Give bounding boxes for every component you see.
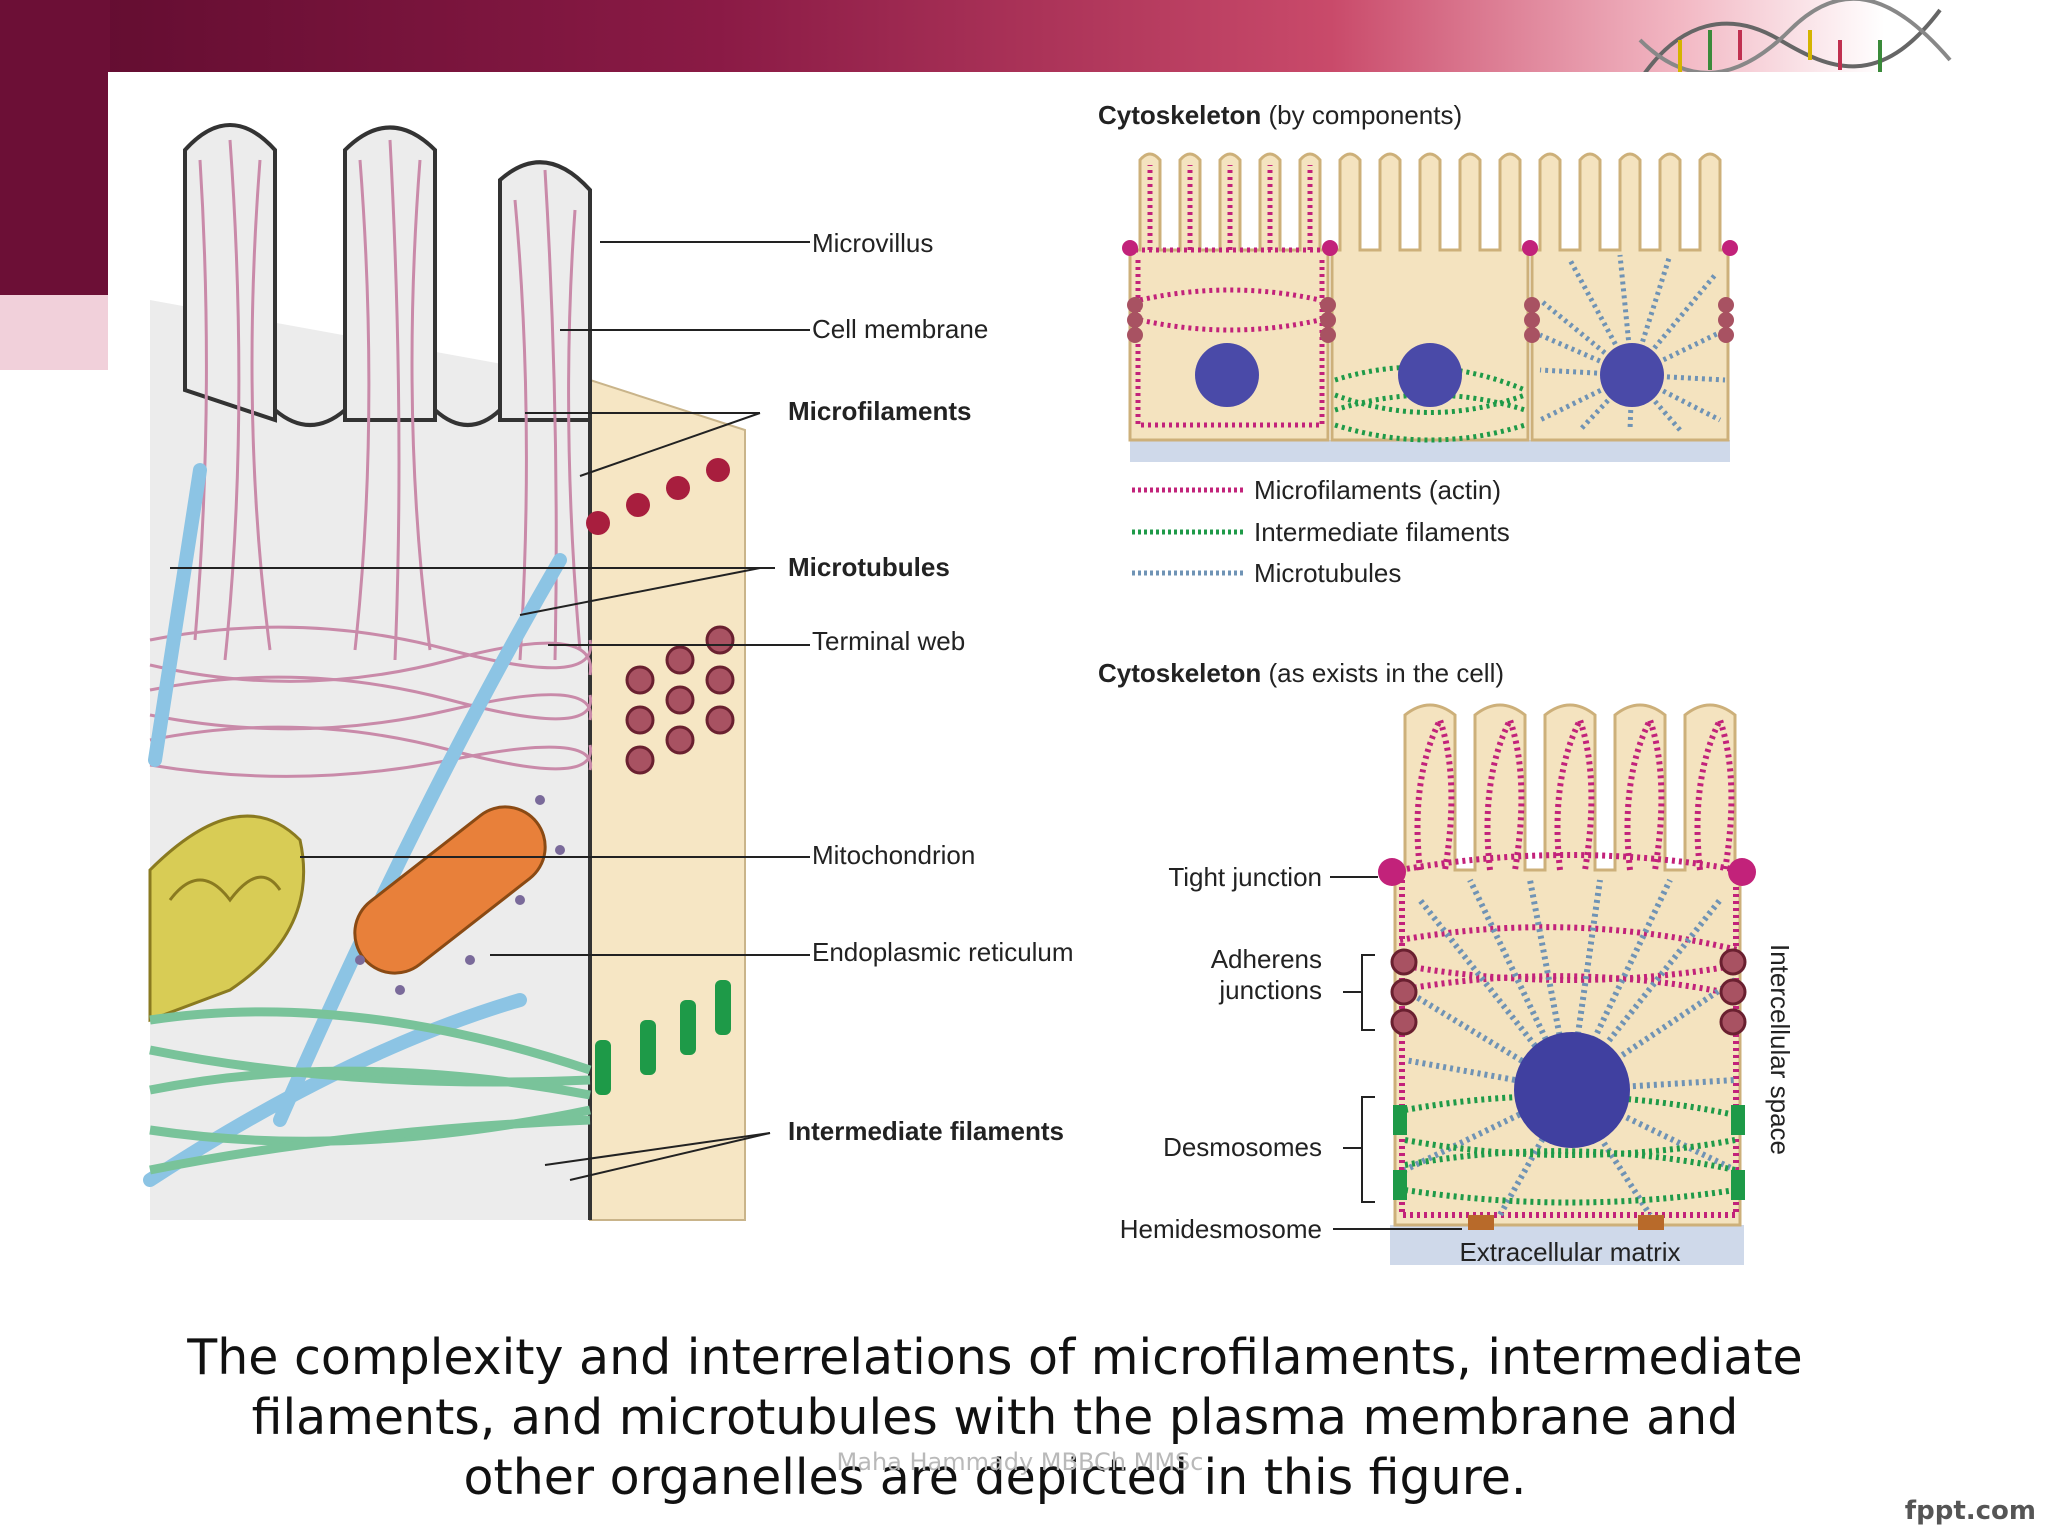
side-accent-light: [0, 295, 110, 370]
label-hemidesmosome: Hemidesmosome: [1120, 1214, 1322, 1244]
top-right-title-bold: Cytoskeleton: [1098, 100, 1261, 130]
leader-lines-right: [1330, 876, 1462, 1230]
label-intercellular-space: Intercellular space: [1765, 944, 1795, 1155]
legend: Microfilaments (actin) Intermediate fila…: [1132, 475, 1510, 588]
full-cell: [1378, 703, 1756, 1265]
component-cells: [1122, 152, 1738, 462]
label-terminal-web: Terminal web: [812, 626, 965, 656]
label-microtubules: Microtubules: [788, 552, 950, 582]
label-intermediate-filaments: Intermediate filaments: [788, 1116, 1064, 1146]
legend-label-intermediate: Intermediate filaments: [1254, 517, 1510, 547]
top-right-title-rest: (by components): [1261, 100, 1462, 130]
label-microvillus: Microvillus: [812, 228, 933, 258]
header-banner: [0, 0, 2048, 80]
label-tight-junction: Tight junction: [1168, 862, 1322, 892]
label-mitochondrion: Mitochondrion: [812, 840, 975, 870]
bottom-right-title-rest: (as exists in the cell): [1261, 658, 1504, 688]
dna-helix-icon: [1638, 0, 1952, 80]
label-cell-membrane: Cell membrane: [812, 314, 988, 344]
label-extracellular-matrix: Extracellular matrix: [1459, 1237, 1680, 1267]
label-adherens-line1: Adherens: [1211, 944, 1322, 974]
side-accent-bar: [0, 0, 110, 295]
label-desmosomes: Desmosomes: [1163, 1132, 1322, 1162]
leader-lines-left: [170, 241, 810, 1181]
endoplasmic-reticulum-shape: [353, 795, 565, 995]
top-right-title: Cytoskeleton (by components): [1098, 100, 1462, 130]
bottom-right-title-bold: Cytoskeleton: [1098, 658, 1261, 688]
figure-caption: The complexity and interrelations of mic…: [187, 1329, 1803, 1506]
bottom-right-title: Cytoskeleton (as exists in the cell): [1098, 658, 1504, 688]
legend-label-microfilaments: Microfilaments (actin): [1254, 475, 1501, 505]
legend-label-microtubules: Microtubules: [1254, 558, 1401, 588]
cell-illustration: [143, 123, 746, 1221]
label-endoplasmic-reticulum: Endoplasmic reticulum: [812, 937, 1074, 967]
label-microfilaments: Microfilaments: [788, 396, 972, 426]
label-adherens-line2: junctions: [1218, 975, 1322, 1005]
fppt-watermark: fppt.com: [1904, 1496, 2036, 1526]
author-footer: Maha Hammady MBBCh MMSc: [836, 1448, 1204, 1476]
